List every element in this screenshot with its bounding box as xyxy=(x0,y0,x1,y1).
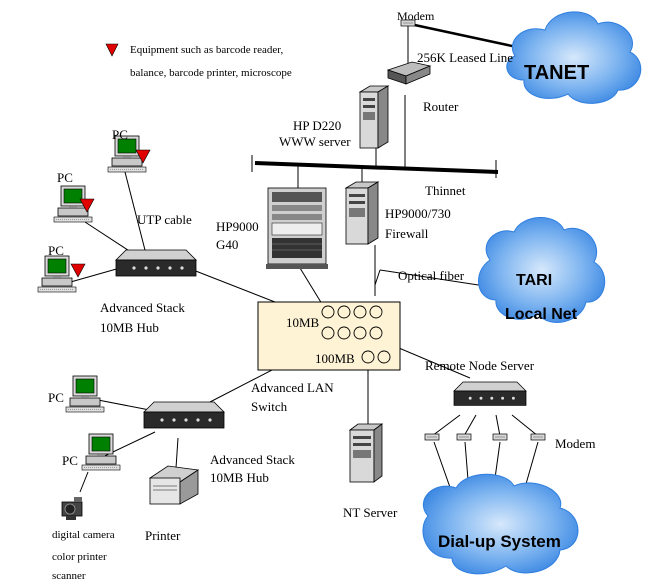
modem-icon xyxy=(424,433,440,441)
advanced-lan-switch-icon xyxy=(257,301,401,371)
pc-label: PC xyxy=(48,243,64,258)
remote-node-server-label: Remote Node Server xyxy=(425,358,535,373)
router-icon xyxy=(386,61,432,85)
tari-cloud-label-line2: Local Net xyxy=(505,306,578,323)
modem-top-label: Modem xyxy=(397,9,435,23)
modem-right-label: Modem xyxy=(555,436,596,451)
hub2-label-line1: Advanced Stack xyxy=(210,452,295,467)
hp9000-g40-icon xyxy=(266,187,328,269)
hp9000-g40-label-line2: G40 xyxy=(216,237,239,252)
printer-label: Printer xyxy=(145,528,181,543)
pc-icon xyxy=(37,255,77,293)
legend-triangle-icon xyxy=(105,43,119,57)
firewall-server-icon xyxy=(344,181,380,245)
remote-node-server-icon xyxy=(453,381,527,406)
advanced-stack-hub-1-icon xyxy=(115,249,197,277)
peripherals-label-line2: color printer xyxy=(52,551,107,563)
hub1-label-line2: 10MB Hub xyxy=(100,320,159,335)
peripherals-label-line3: scanner xyxy=(52,570,86,582)
switch-100mb-label: 100MB xyxy=(315,351,355,366)
www-server-icon xyxy=(358,85,390,149)
pc-label: PC xyxy=(62,453,78,468)
dialup-cloud-label: Dial-up System xyxy=(438,532,561,551)
www-server-label-line2: WWW server xyxy=(279,134,351,149)
nt-server-icon xyxy=(348,423,384,483)
digital-camera-icon xyxy=(61,497,83,520)
peripherals-label-line1: digital camera xyxy=(52,529,115,541)
cloud-dialup-system xyxy=(422,473,579,575)
equipment-triangle-icon xyxy=(70,263,86,278)
leased-line-label: 256K Leased Line xyxy=(417,50,514,65)
optical-fiber-label: Optical fiber xyxy=(398,268,465,283)
tanet-cloud-label: TANET xyxy=(524,62,590,84)
hub1-label-line1: Advanced Stack xyxy=(100,300,185,315)
www-server-label-line1: HP D220 xyxy=(293,118,342,133)
cloud-tari-local-net xyxy=(478,217,606,323)
pc-icon xyxy=(65,375,105,413)
legend-text-line2: balance, barcode printer, microscope xyxy=(130,67,292,79)
hp9000-g40-label-line1: HP9000 xyxy=(216,219,259,234)
pc-icon xyxy=(81,433,121,471)
modem-icon xyxy=(530,433,546,441)
pc-label: PC xyxy=(112,127,128,142)
router-label: Router xyxy=(423,99,459,114)
firewall-label-line1: HP9000/730 xyxy=(385,206,451,221)
utp-cable-label: UTP cable xyxy=(137,212,192,227)
legend-text-line1: Equipment such as barcode reader, xyxy=(130,44,284,56)
hub2-label-line2: 10MB Hub xyxy=(210,470,269,485)
switch-label-line1: Advanced LAN xyxy=(251,380,334,395)
cloud-tanet xyxy=(506,11,642,104)
modem-icon xyxy=(456,433,472,441)
printer-icon xyxy=(148,465,200,505)
thinnet-label: Thinnet xyxy=(425,183,466,198)
equipment-triangle-icon xyxy=(79,198,95,213)
pc-label: PC xyxy=(57,170,73,185)
modem-icon xyxy=(492,433,508,441)
equipment-triangle-icon xyxy=(135,149,151,164)
nt-server-label: NT Server xyxy=(343,505,398,520)
advanced-stack-hub-2-icon xyxy=(143,401,225,429)
firewall-label-line2: Firewall xyxy=(385,226,429,241)
tari-cloud-label-line1: TARI xyxy=(516,272,553,289)
pc-label: PC xyxy=(48,390,64,405)
switch-10mb-label: 10MB xyxy=(286,315,320,330)
switch-label-line2: Switch xyxy=(251,399,288,414)
